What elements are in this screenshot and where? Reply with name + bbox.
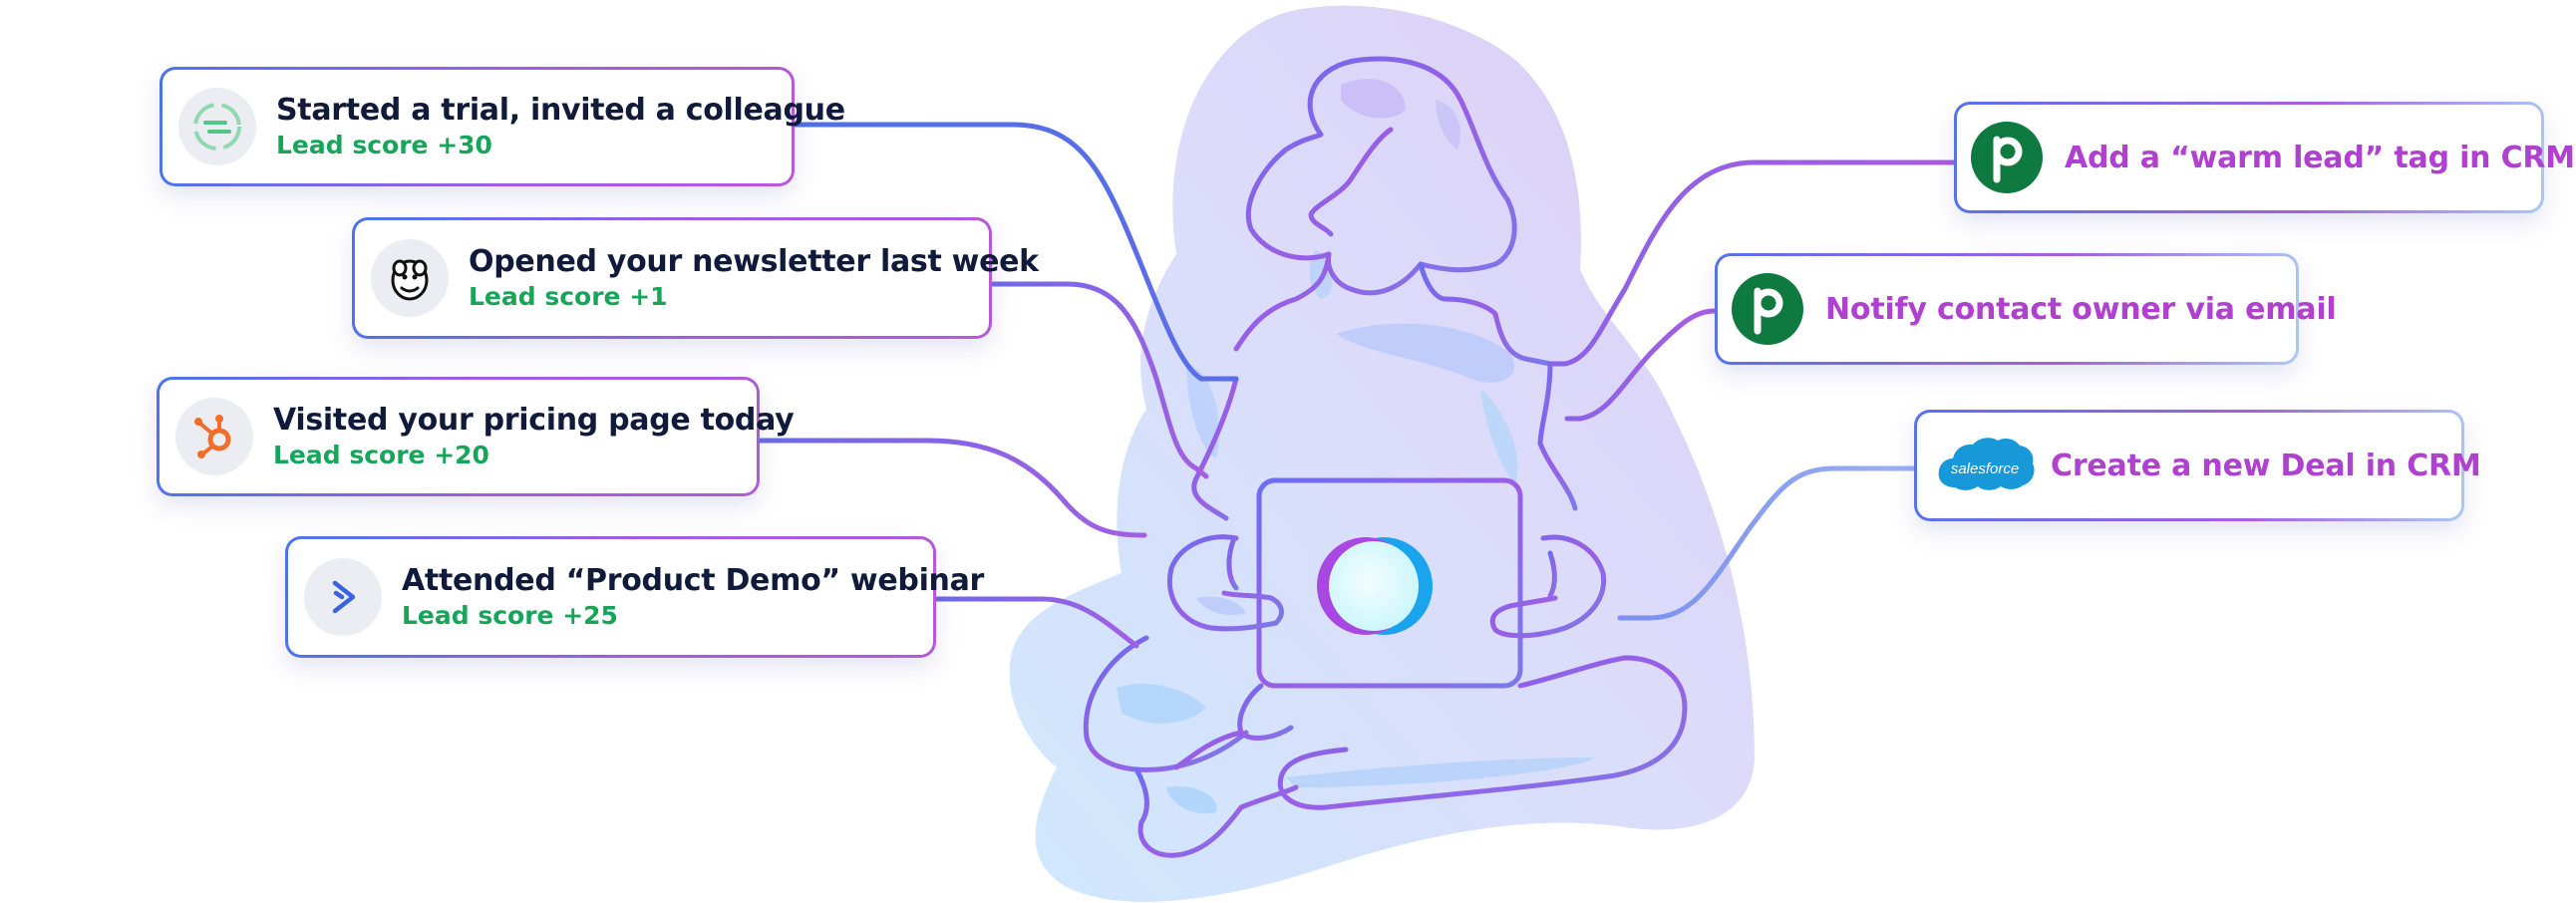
trigger-card-trial: Started a trial, invited a colleague Lea…: [160, 67, 845, 186]
trigger-title: Attended “Product Demo” webinar: [402, 563, 985, 598]
lead-score: Lead score +20: [273, 441, 489, 469]
trigger-card-newsletter: Opened your newsletter last week Lead sc…: [352, 217, 1039, 339]
connector-trigger-3: [752, 438, 1147, 538]
connector-trigger-2: [984, 281, 1209, 479]
trigger-card-webinar: Attended “Product Demo” webinar Lead sco…: [285, 536, 984, 658]
salesforce-icon: salesforce: [1933, 428, 2037, 503]
connector-action-1: [1547, 159, 1960, 367]
mailchimp-icon: [371, 239, 449, 317]
connector-trigger-1: [788, 122, 1239, 382]
action-label: Notify contact owner via email: [1825, 291, 2337, 327]
segment-icon: [178, 88, 256, 165]
action-card-warm-lead-tag: Add a “warm lead” tag in CRM: [1954, 102, 2575, 213]
activecampaign-icon: [304, 558, 382, 636]
action-label: Add a “warm lead” tag in CRM: [2065, 140, 2575, 175]
hubspot-icon: [175, 398, 253, 475]
action-card-create-deal: salesforce Create a new Deal in CRM: [1914, 410, 2481, 521]
pipedrive-icon: [1732, 273, 1803, 345]
trigger-title: Opened your newsletter last week: [469, 244, 1039, 279]
connector-action-3: [1617, 465, 1920, 621]
trigger-title: Started a trial, invited a colleague: [276, 93, 845, 128]
connector-action-2: [1564, 308, 1721, 422]
action-label: Create a new Deal in CRM: [2051, 448, 2481, 483]
connector-trigger-4: [929, 596, 1139, 649]
action-card-notify-owner: Notify contact owner via email: [1715, 253, 2337, 365]
figure-shading: [1117, 79, 1595, 814]
background-blob: [1009, 5, 1755, 902]
trigger-title: Visited your pricing page today: [273, 403, 795, 438]
center-logo-icon: [1317, 537, 1433, 635]
person-outline: [1083, 56, 1688, 858]
lead-score: Lead score +30: [276, 131, 492, 159]
lead-score: Lead score +25: [402, 601, 618, 630]
lead-score: Lead score +1: [469, 282, 668, 311]
svg-text:salesforce: salesforce: [1951, 460, 2019, 477]
pipedrive-icon: [1971, 122, 2043, 193]
trigger-card-pricing: Visited your pricing page today Lead sco…: [157, 377, 795, 496]
